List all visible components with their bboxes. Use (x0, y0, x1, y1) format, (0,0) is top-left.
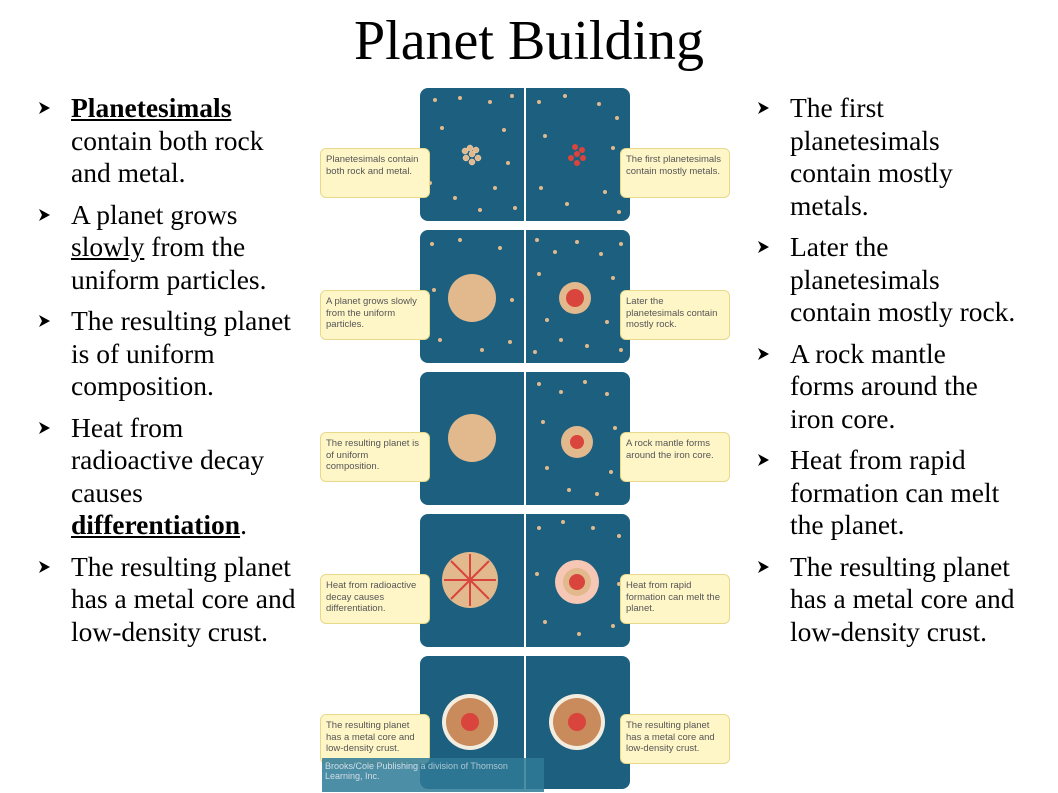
figure-panel-1 (420, 88, 630, 221)
figure-label-left: The resulting planet is of uniform compo… (320, 432, 430, 482)
bullet-emphasis: slowly (71, 231, 145, 262)
copyright-credit: Brooks/Cole Publishing a division of Tho… (322, 758, 544, 792)
left-bullet-item: A planet grows slowly from the uniform p… (37, 199, 299, 297)
figure-label-right: The first planetesimals contain mostly m… (620, 148, 730, 198)
rock-mantle-illustration (537, 380, 617, 496)
figure-label-right: A rock mantle forms around the iron core… (620, 432, 730, 482)
layered-planet-left-illustration (442, 694, 498, 750)
figure-label-left: Heat from radioactive decay causes diffe… (320, 574, 430, 624)
figure-label-left: Planetesimals contain both rock and meta… (320, 148, 430, 198)
figure-label-right: The resulting planet has a metal core an… (620, 714, 730, 764)
bullet-text: Heat from rapid formation can melt the p… (790, 444, 1000, 540)
panel-divider (524, 88, 526, 221)
bullet-text: Heat from radioactive decay causes (71, 411, 265, 508)
left-bullet-item: Planetesimals contain both rock and meta… (37, 92, 299, 190)
bullet-text: contain both rock and metal. (71, 124, 264, 189)
arrow-bullet-icon (758, 102, 769, 114)
right-bullet-list: The first planetesimals contain mostly m… (756, 92, 1016, 657)
right-bullet-item: Heat from rapid formation can melt the p… (756, 444, 1016, 542)
figure-panel-2 (420, 230, 630, 363)
bullet-text: Later the planetesimals contain mostly r… (790, 231, 1016, 327)
bullet-text: from the uniform particles. (71, 231, 267, 295)
right-bullet-item: The resulting planet has a metal core an… (756, 551, 1016, 649)
bullet-term: Planetesimals (71, 92, 232, 123)
arrow-bullet-icon (758, 347, 769, 360)
layered-planet-right-illustration (549, 694, 605, 750)
panel-divider (524, 230, 526, 363)
bullet-text: The first planetesimals contain mostly m… (790, 92, 953, 221)
slide-title: Planet Building (354, 10, 704, 72)
growing-planet-illustration (430, 238, 514, 352)
right-bullet-item: A rock mantle forms around the iron core… (756, 338, 1016, 436)
homogeneous-planetesimals-illustration (428, 94, 517, 212)
arrow-bullet-icon (39, 102, 50, 114)
left-bullet-item: The resulting planet has a metal core an… (37, 551, 299, 649)
arrow-bullet-icon (39, 315, 50, 327)
bullet-text: . (240, 509, 247, 540)
panel-divider (524, 514, 526, 647)
right-bullet-item: The first planetesimals contain mostly m… (756, 92, 1016, 222)
figure-panel-4 (420, 514, 630, 647)
figure-label-left: A planet grows slowly from the uniform p… (320, 290, 430, 340)
metal-planetesimals-illustration (537, 94, 621, 214)
bullet-term: differentiation (71, 509, 241, 540)
bullet-text: The resulting planet has a metal core an… (71, 550, 296, 647)
left-bullet-item: Heat from radioactive decay causes diffe… (37, 412, 299, 542)
bullet-text: The resulting planet has a metal core an… (790, 550, 1015, 647)
arrow-bullet-icon (39, 208, 50, 221)
right-bullet-item: Later the planetesimals contain mostly r… (756, 231, 1016, 329)
uniform-planet-illustration (448, 414, 496, 462)
arrow-bullet-icon (758, 241, 769, 253)
panel-divider (524, 372, 526, 505)
bullet-text: A planet grows (71, 198, 238, 230)
figure-label-left: The resulting planet has a metal core an… (320, 714, 430, 764)
bullet-text: A rock mantle forms around the iron core… (790, 337, 978, 434)
figure-panel-3 (420, 372, 630, 505)
left-bullet-item: The resulting planet is of uniform compo… (37, 305, 299, 403)
panel-divider (524, 656, 526, 789)
rock-accretion-illustration (533, 238, 623, 354)
bullet-text: The resulting planet is of uniform compo… (71, 305, 291, 401)
radioactive-differentiation-illustration (442, 552, 498, 608)
figure-label-right: Heat from rapid formation can melt the p… (620, 574, 730, 624)
arrow-bullet-icon (39, 421, 50, 434)
arrow-bullet-icon (39, 560, 50, 573)
left-bullet-list: Planetesimals contain both rock and meta… (37, 92, 299, 657)
arrow-bullet-icon (758, 454, 769, 466)
figure-label-right: Later the planetesimals contain mostly r… (620, 290, 730, 340)
arrow-bullet-icon (758, 560, 769, 573)
melting-planet-illustration (535, 520, 621, 636)
